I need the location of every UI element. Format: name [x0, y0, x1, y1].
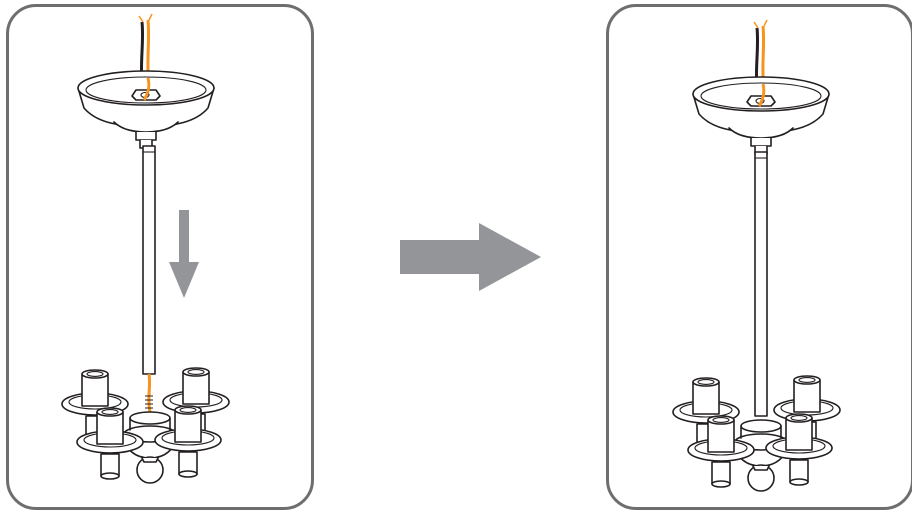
- after-assembly: [673, 18, 840, 491]
- down-arrow-icon: [169, 210, 199, 298]
- right-arrow-icon: [400, 223, 541, 291]
- before-assembly: [62, 12, 229, 483]
